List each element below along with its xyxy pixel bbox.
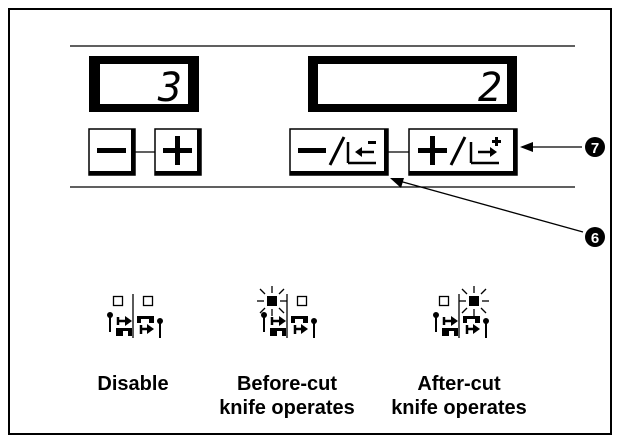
caption-before-cut-line2: knife operates xyxy=(219,397,355,419)
right-display: 2 xyxy=(308,56,517,112)
caption-disable-line1: Disable xyxy=(97,373,169,395)
stitch-forward-icon xyxy=(469,137,501,165)
callout-7: 7 xyxy=(520,137,605,157)
caption-before-cut-line1: Before-cut xyxy=(236,373,337,395)
caption-disable: Disable xyxy=(83,372,183,396)
stitch-back-icon xyxy=(346,141,376,165)
caption-before-cut: Before-cut knife operates xyxy=(212,372,362,420)
callout-6: 6 xyxy=(390,178,605,247)
minus-icon xyxy=(97,148,126,153)
svg-text:7: 7 xyxy=(591,140,599,157)
plus-icon xyxy=(163,136,192,165)
left-display-value: 3 xyxy=(157,65,182,111)
caption-after-cut-line2: knife operates xyxy=(391,397,527,419)
left-button-group xyxy=(88,128,202,176)
right-display-value: 2 xyxy=(478,65,502,111)
mode-indicator-before-cut xyxy=(256,285,319,340)
right-button-group xyxy=(289,128,518,176)
minus-icon xyxy=(298,148,326,153)
caption-after-cut: After-cut knife operates xyxy=(384,372,534,420)
caption-after-cut-line1: After-cut xyxy=(417,373,501,395)
svg-text:6: 6 xyxy=(591,230,599,247)
plus-icon xyxy=(418,136,447,165)
mode-indicator-disable xyxy=(105,294,165,340)
mode-indicator-after-cut xyxy=(431,285,491,340)
left-display: 3 xyxy=(89,56,199,112)
